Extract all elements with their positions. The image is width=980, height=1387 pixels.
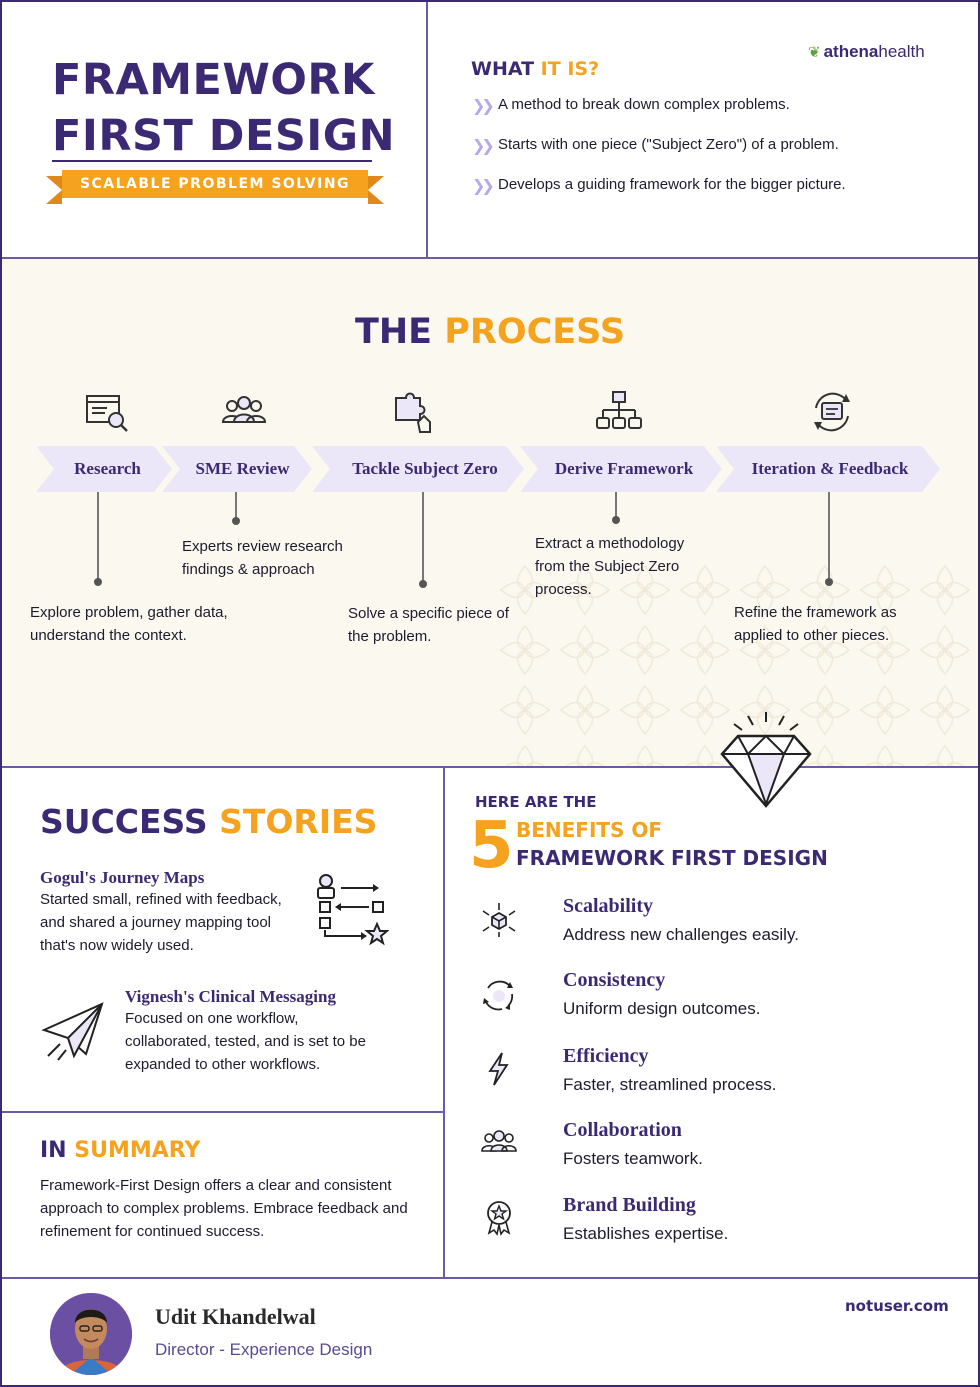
avatar [50,1293,132,1375]
benefit-brand-building: Brand Building Establishes expertise. [563,1194,729,1243]
success-stories-heading: SUCCESS STORIES [40,802,378,841]
summary-heading: IN SUMMARY [40,1138,201,1163]
divider [2,257,978,259]
lightning-icon [488,1052,509,1086]
what-it-is-heading: WHAT IT IS? [471,58,600,80]
benefits-heading-line2: FRAMEWORK FIRST DESIGN [516,846,828,870]
feedback-cycle-icon [814,392,850,432]
step-label-sme-review: SME Review [195,459,290,478]
leaf-icon: ❦ [808,44,821,61]
story-vignesh: Vignesh's Clinical Messaging Focused on … [125,987,366,1073]
ribbon-tail-left [46,176,62,204]
benefit-collaboration: Collaboration Fosters teamwork. [563,1119,703,1168]
double-chevron-icon: ❯❯ [472,98,495,115]
what-it-is-list: ❯❯A method to break down complex problem… [472,96,952,216]
connector-line [422,492,424,582]
badge-icon [487,1201,511,1236]
summary-text: Framework-First Design offers a clear an… [40,1177,408,1240]
connector-line [97,492,99,580]
hierarchy-icon [596,391,642,429]
page-title: FRAMEWORK FIRST DESIGN [52,55,396,161]
team-icon [481,1130,517,1152]
connector-dot [94,578,102,586]
subtitle-ribbon: SCALABLE PROBLEM SOLVING [62,170,368,198]
list-item: ❯❯A method to break down complex problem… [472,96,790,115]
story-gogul: Gogul's Journey Maps Started small, refi… [40,868,282,954]
paper-plane-icon [41,1002,104,1061]
author-name: Udit Khandelwal [155,1304,316,1329]
cycle-arrows-icon [483,980,514,1011]
ribbon-tail-right [368,176,384,204]
author-role: Director - Experience Design [155,1340,373,1359]
athenahealth-logo: ❦athenahealth [808,42,925,61]
team-icon [221,396,267,423]
puzzle-icon [395,392,431,433]
connector-line [615,492,617,518]
list-item: ❯❯Develops a guiding framework for the b… [472,176,846,195]
list-item: ❯❯Starts with one piece ("Subject Zero")… [472,136,839,155]
journey-map-icon [317,874,389,946]
double-chevron-icon: ❯❯ [472,138,495,155]
connector-dot [232,517,240,525]
connector-line [235,492,237,518]
connector-dot [612,516,620,524]
divider [2,1111,444,1113]
double-chevron-icon: ❯❯ [472,178,495,195]
connector-line [828,492,830,580]
step-label-tackle-subject-zero: Tackle Subject Zero [352,459,498,478]
benefits-count: 5 [469,809,514,883]
decorative-pattern [495,560,978,766]
step-label-iteration-feedback: Iteration & Feedback [751,459,909,478]
diamond-icon [720,712,812,808]
research-icon [86,395,128,432]
process-arrow-band [36,446,940,492]
section-divider [443,768,445,1278]
header-divider [426,2,428,258]
step-label-derive-framework: Derive Framework [554,459,694,478]
scale-cube-icon [482,903,516,937]
step-label-research: Research [74,459,141,478]
divider [2,1277,978,1279]
site-link[interactable]: notuser.com [845,1297,949,1315]
title-underline [52,160,372,162]
connector-dot [825,578,833,586]
benefit-efficiency: Efficiency Faster, streamlined process. [563,1045,777,1094]
connector-dot [419,580,427,588]
process-heading: THE PROCESS [354,312,626,352]
benefits-heading-line1: BENEFITS OF [516,818,663,842]
benefits-intro: HERE ARE THE [475,793,597,811]
benefit-consistency: Consistency Uniform design outcomes. [563,969,761,1018]
step-desc-research: Explore problem, gather data,understand … [30,604,228,644]
benefit-scalability: Scalability Address new challenges easil… [563,895,799,944]
divider [2,766,978,768]
